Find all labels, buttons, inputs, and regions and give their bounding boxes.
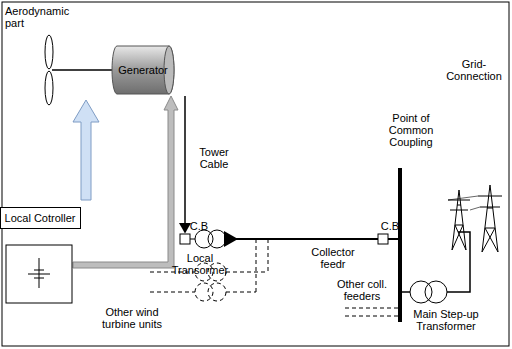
pcc-label: Point of Common Coupling bbox=[380, 112, 442, 148]
transformer-label: Main Step-up Transformer bbox=[412, 308, 480, 332]
generator-cylinder: Generator bbox=[111, 45, 175, 95]
feeders-label: Other coll. feeders bbox=[330, 278, 394, 302]
grid-label: Grid-Connection bbox=[440, 58, 508, 82]
transmission-towers bbox=[448, 185, 502, 252]
rotor bbox=[45, 35, 112, 105]
circuit-breaker bbox=[180, 234, 190, 244]
units-label: Other wind turbine units bbox=[92, 306, 172, 330]
other-feeders-dashed bbox=[345, 308, 398, 316]
converter-symbol bbox=[6, 245, 72, 303]
part-label: Aerodynamic part bbox=[5, 5, 75, 29]
tower-cable bbox=[184, 96, 186, 232]
frame bbox=[2, 2, 509, 346]
transformer-label: Local Transormer bbox=[170, 252, 230, 276]
pitch-control-arrow bbox=[73, 100, 99, 200]
breaker-label: C.B bbox=[187, 220, 211, 232]
converter-control-arrow bbox=[73, 96, 178, 268]
feeder-label: Collector feedr bbox=[300, 246, 366, 270]
node-text: Generator bbox=[118, 64, 168, 76]
pcc-bus bbox=[398, 168, 402, 322]
controller-box: Local Cotroller bbox=[0, 207, 81, 229]
collector-feeder bbox=[236, 238, 378, 240]
circuit-breaker bbox=[378, 234, 388, 244]
grid-line bbox=[447, 232, 470, 292]
node-text: Local Cotroller bbox=[5, 212, 76, 224]
breaker-label: C.B bbox=[378, 220, 402, 232]
cable-label: Tower Cable bbox=[192, 146, 236, 170]
other-units-dashed bbox=[150, 239, 268, 301]
